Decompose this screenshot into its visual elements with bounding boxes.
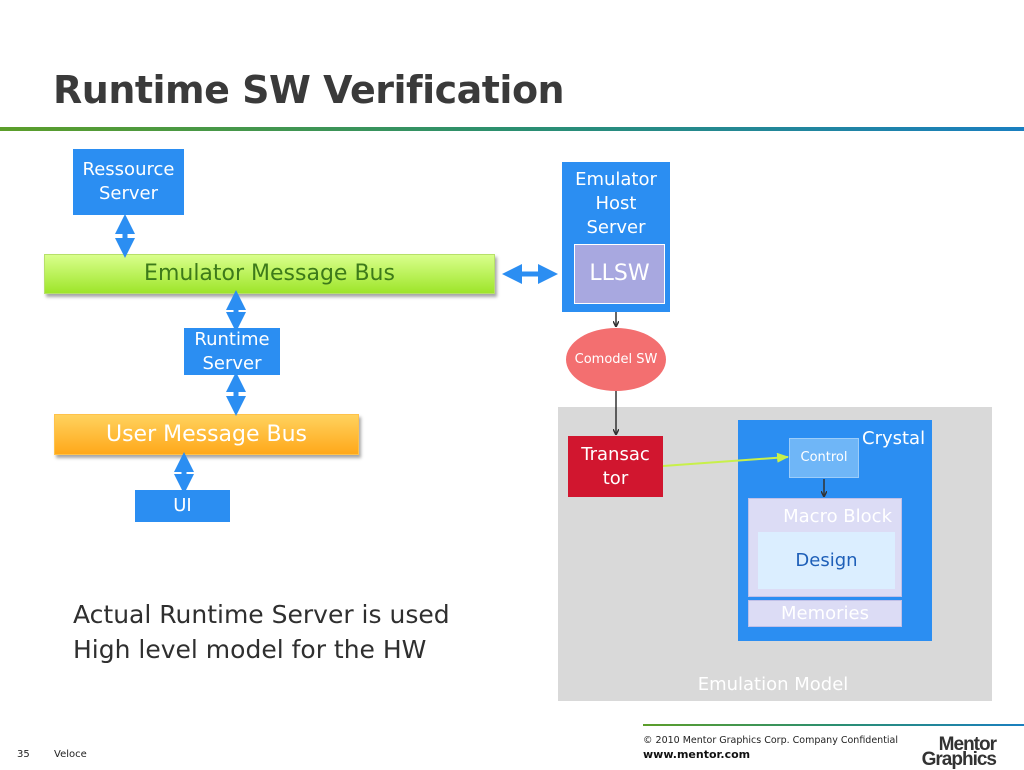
design-block: Design — [758, 532, 895, 589]
product-name: Veloce — [54, 749, 87, 760]
emulation-model-label: Emulation Model — [697, 674, 849, 695]
resource-line-2: Server — [98, 183, 159, 204]
arrow-transactor-control — [662, 452, 789, 467]
macro-block-label: Macro Block — [783, 506, 892, 527]
control-block: Control — [789, 438, 859, 478]
slide-title: Runtime SW Verification — [53, 68, 565, 112]
host-line-1: Emulator — [575, 169, 657, 190]
runtime-line-2: Server — [202, 352, 262, 374]
page-number: 35 — [17, 749, 30, 760]
runtime-line-1: Runtime — [194, 328, 270, 350]
copyright-text: © 2010 Mentor Graphics Corp. Company Con… — [643, 735, 899, 746]
transactor-block: Transac tor — [568, 436, 663, 497]
host-line-2: Host — [595, 193, 637, 214]
emulator-host-server-label: Emulator Host Server — [562, 168, 670, 240]
resource-line-1: Ressource — [82, 159, 175, 180]
emulator-message-bus: Emulator Message Bus — [44, 254, 495, 294]
llsw-block: LLSW — [574, 244, 665, 304]
crystal-label: Crystal — [862, 428, 926, 449]
logo-line-1: Mentor — [938, 734, 997, 755]
transactor-line-2: tor — [602, 467, 629, 489]
comodel-sw-ellipse: Comodel SW — [566, 328, 666, 391]
caption-line-2: High level model for the HW — [73, 635, 427, 664]
memories-block: Memories — [748, 600, 902, 627]
footer-divider — [643, 724, 1024, 726]
runtime-server-box: Runtime Server — [184, 328, 280, 375]
ui-box: UI — [135, 490, 230, 522]
logo-line-2: Graphics — [921, 749, 997, 770]
user-message-bus: User Message Bus — [54, 414, 359, 455]
mentor-graphics-logo: Mentor Graphics — [912, 734, 997, 770]
transactor-line-1: Transac — [581, 443, 650, 465]
host-line-3: Server — [586, 217, 646, 238]
caption-line-1: Actual Runtime Server is used — [73, 600, 450, 629]
resource-server-box: Ressource Server — [73, 149, 184, 215]
website-link[interactable]: www.mentor.com — [643, 748, 751, 761]
title-divider — [0, 127, 1024, 131]
